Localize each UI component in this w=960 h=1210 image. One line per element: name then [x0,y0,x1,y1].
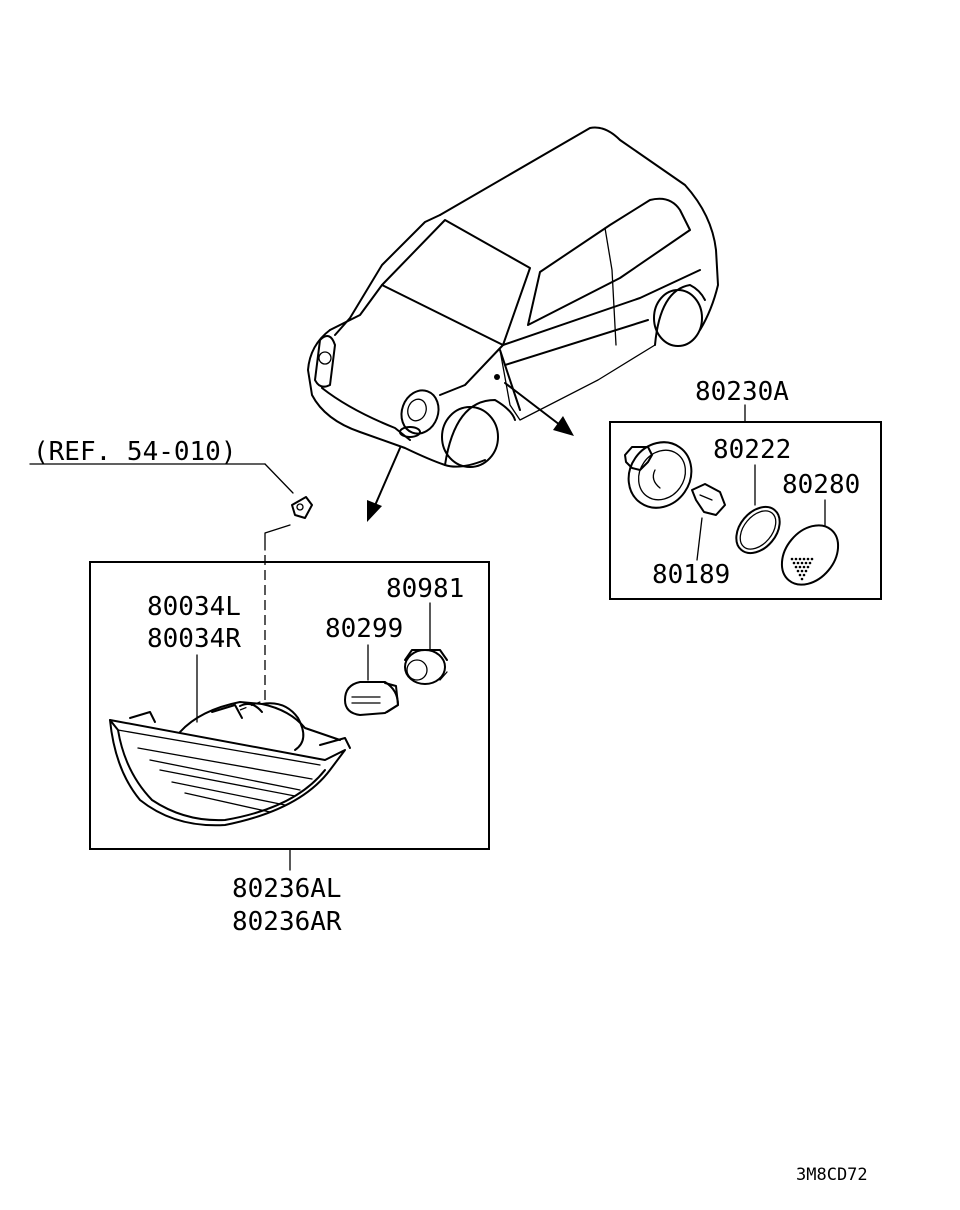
socket-label: 80981 [386,574,464,604]
side-bulb-leader [696,517,703,561]
callout-arrows [367,382,574,522]
lamp-housing-l-label: 80034L [147,592,241,622]
clip-icon [291,496,313,519]
screw-leader [239,555,266,711]
side-gasket-label: 80222 [713,435,791,465]
side-lens-label: 80280 [782,470,860,500]
side-bulb-icon [691,483,726,516]
diagram-code: 3M8CD72 [796,1165,868,1185]
side-lens-icon [780,524,840,586]
ref-label: (REF. 54-010) [33,437,237,467]
lamp-assy-l-label: 80236AL [232,874,342,904]
side-lamp-assy-label: 80230A [695,377,789,407]
fog-lamp-assy-icon [109,701,351,827]
side-marker-box [609,421,882,600]
side-bulb-label: 80189 [652,560,730,590]
gasket-icon [735,505,781,555]
car-illustration [307,126,719,468]
fog-bulb-icon [344,681,399,716]
lamp-assy-r-label: 80236AR [232,907,342,937]
clip-leader [264,524,291,551]
socket-icon [404,649,448,685]
side-marker-housing-icon [624,441,693,509]
lamp-housing-r-label: 80034R [147,624,241,654]
bulb-label: 80299 [325,614,403,644]
ref-leader [29,463,294,494]
fog-lamp-box [89,561,490,850]
